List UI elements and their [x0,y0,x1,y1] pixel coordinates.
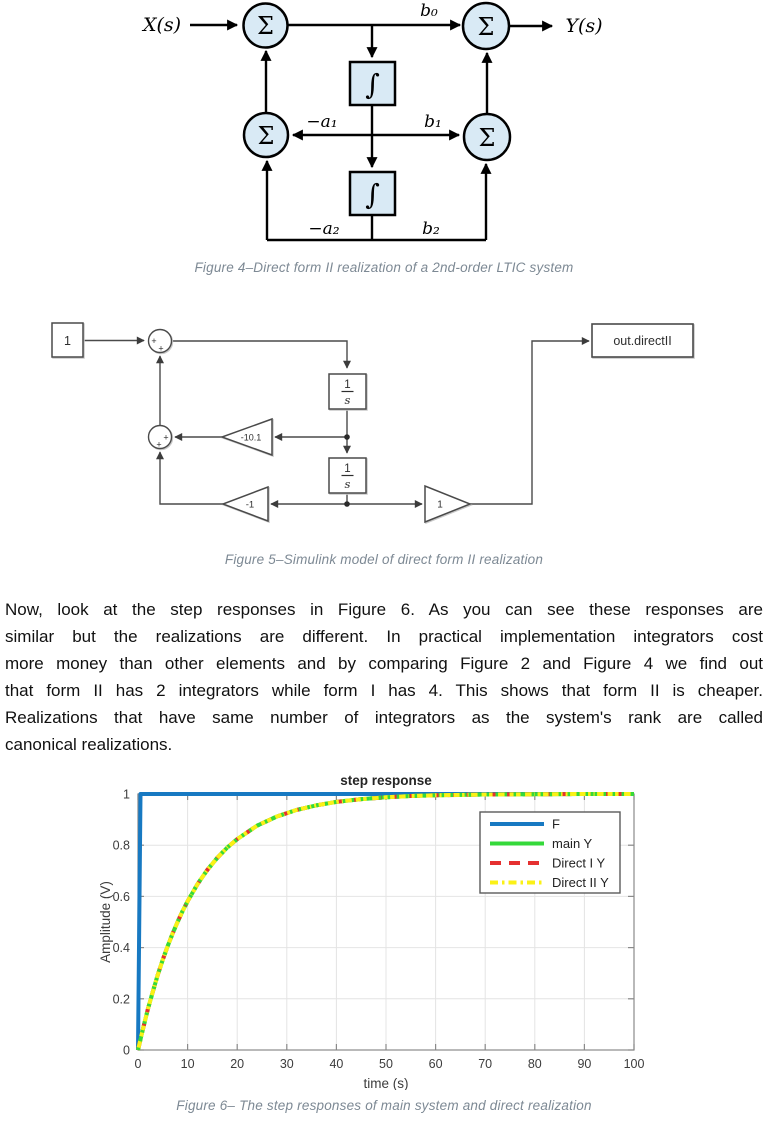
gain-block-feedback1 [219,417,273,457]
plus-sign: + [151,336,156,346]
sum-node [462,112,512,162]
x-tick-label: 50 [379,1057,393,1071]
integrator-numerator: 1 [344,379,350,391]
integral-symbol: ∫ [365,178,380,211]
sigma-symbol: Σ [258,122,275,150]
paragraph-line: that form II has 2 integrators while for… [5,681,763,700]
y-tick-label: 0 [123,1044,130,1058]
sum-node [461,1,511,51]
sum-node [242,2,289,49]
paragraph-line: Realizations that have same number of in… [5,708,763,727]
sum-node [242,111,290,159]
paragraph-line: similar but the realizations are differe… [5,627,763,646]
sigma-symbol: Σ [257,12,274,40]
paragraph-line: more money than other elements and by co… [5,654,763,673]
x-tick-label: 70 [478,1057,492,1071]
y-tick-label: 0.2 [113,992,130,1006]
legend-entry-label: Direct I Y [552,856,606,871]
sum-block [147,424,173,450]
y-tick-label: 1 [123,788,130,802]
branch-dot [344,434,350,440]
coeff-b1-label: b₁ [424,112,442,132]
gain-value-output: 1 [437,500,443,511]
outport-label: out.directII [613,334,671,348]
figure6-caption: Figure 6– The step responses of main sys… [176,1098,592,1113]
step-response-chart: 0 10 20 30 40 50 60 70 80 90 100 0 0.2 0.4 0.6 0.8 1 step… [98,773,645,1090]
integrator-denominator: s [345,393,351,407]
paragraph-line: Now, look at the step responses in Figur… [5,600,763,619]
outport-block [591,323,694,358]
coeff-a1-label: −a₁ [306,112,337,132]
paragraph-line: canonical realizations. [5,735,173,754]
coeff-b2-label: b₂ [422,219,440,239]
integral-symbol: ∫ [365,68,380,101]
x-tick-label: 40 [329,1057,343,1071]
input-label: X(s) [141,14,181,36]
y-tick-label: 0.4 [113,941,130,955]
x-tick-label: 90 [577,1057,591,1071]
figure5-caption: Figure 5–Simulink model of direct form I… [224,552,544,567]
gain-block-feedback2 [220,485,269,523]
y-tick-label: 0.8 [113,839,130,853]
plus-sign: + [156,440,161,450]
legend-entry-label: F [552,817,560,832]
legend-entry-label: main Y [552,836,593,851]
series-direct-ii-y [136,792,634,1051]
figure4-wires [190,19,554,242]
figure4-caption: Figure 4–Direct form II realization of a… [194,260,574,275]
legend-entry-label: Direct II Y [552,875,609,890]
figure5-wires [83,336,590,508]
plus-sign: + [163,433,168,443]
gain-value-feedback1: -10.1 [241,433,262,443]
integrator-numerator: 1 [344,463,350,475]
chart-title: step response [340,773,432,788]
branch-dot [344,501,350,507]
gain-value-feedback2: -1 [246,500,254,511]
integrator-block [348,60,397,107]
figure5-diagram: 1 + + + + 1 1 s s -10.1 -1 1 out.d [51,322,694,524]
x-tick-label: 20 [230,1057,244,1071]
constant-block [51,322,84,358]
constant-value: 1 [64,334,71,348]
gain-block-output [424,484,473,524]
sum-block [147,328,173,354]
integrator-denominator: s [345,477,351,491]
x-tick-label: 0 [135,1057,142,1071]
y-axis-label: Amplitude (V) [98,881,113,963]
coeff-b0-label: b₀ [420,1,438,21]
body-paragraph: Now, look at the step responses in Figur… [5,596,763,758]
sigma-symbol: Σ [478,13,495,41]
x-tick-label: 10 [181,1057,195,1071]
x-axis-label: time (s) [364,1076,409,1090]
x-tick-label: 30 [280,1057,294,1071]
output-label: Y(s) [565,15,602,37]
integrator-block [348,170,397,217]
coeff-a2-label: −a₂ [308,219,339,239]
y-tick-label: 0.6 [113,890,130,904]
x-tick-label: 100 [624,1057,645,1071]
x-tick-label: 80 [528,1057,542,1071]
figure4-diagram: Σ Σ Σ Σ ∫ ∫ X(s) Y(s) b₀ −a₁ b₁ −a₂ b₂ [141,1,603,242]
x-tick-label: 60 [429,1057,443,1071]
sigma-symbol: Σ [479,124,496,152]
plus-sign: + [158,344,163,354]
